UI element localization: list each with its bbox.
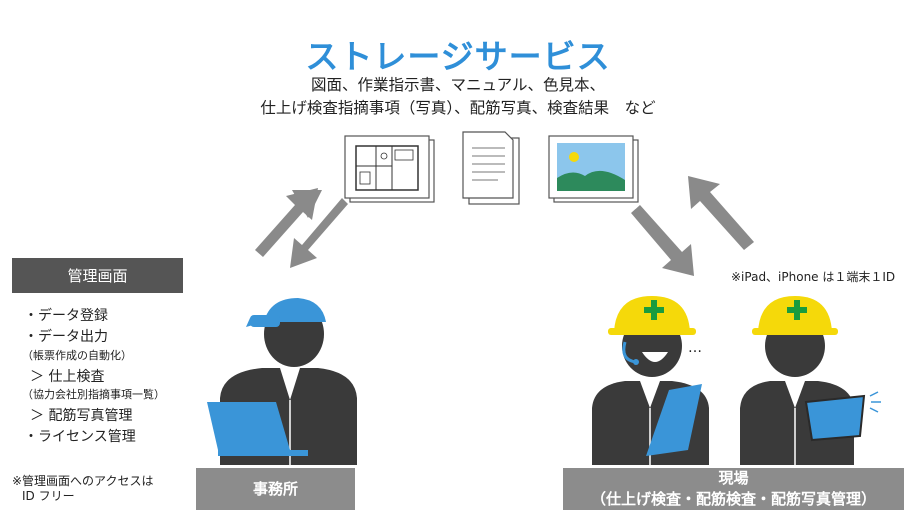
office-label-bar: 事務所 [196,468,355,510]
site-worker-tablet-figure [740,296,881,465]
admin-item-data-registration: ・データ登録 [24,308,108,324]
site-label-bar: 現場 （仕上げ検査・配筋検査・配筋写真管理） [563,468,904,510]
photo-document-icon [548,135,639,203]
speech-ellipsis: … [688,340,702,356]
storage-title: ストレージサービス [305,37,611,76]
storage-subtitle-line2: 仕上げ検査指摘事項（写真）、配筋写真、検査結果 など [260,99,656,117]
admin-item-finish-inspection: ＞ 仕上検査 [30,369,105,385]
upload-arrow-right [688,176,754,250]
office-label: 事務所 [252,479,298,498]
floor-plan-document-icon [344,135,435,203]
admin-item-rebar-photo: ＞ 配筋写真管理 [30,408,133,424]
site-worker-headset-figure [592,296,709,465]
admin-access-note-line2: ID フリー [22,489,75,503]
storage-subtitle-line1: 図面、作業指示書、マニュアル、色見本、 [310,76,606,94]
office-worker-figure [207,298,357,465]
admin-item-data-output: ・データ出力 [24,329,108,345]
admin-panel-header: 管理画面 [12,258,183,293]
admin-item-subcontractor-list: （協力会社別指摘事項一覧） [22,388,165,401]
download-arrow-left [290,198,348,268]
instruction-document-icon [462,131,520,205]
site-label-line2: （仕上げ検査・配筋検査・配筋写真管理） [590,490,876,508]
site-device-note: ※iPad、iPhone は１端末１ID [731,270,896,284]
download-arrow-right [631,205,694,276]
site-label-line1: 現場 [718,469,749,487]
upload-arrow-left [255,188,322,257]
admin-item-license-management: ・ライセンス管理 [24,429,136,445]
admin-item-report-automation: （帳票作成の自動化） [22,349,132,362]
admin-access-note-line1: ※管理画面へのアクセスは [12,474,154,488]
